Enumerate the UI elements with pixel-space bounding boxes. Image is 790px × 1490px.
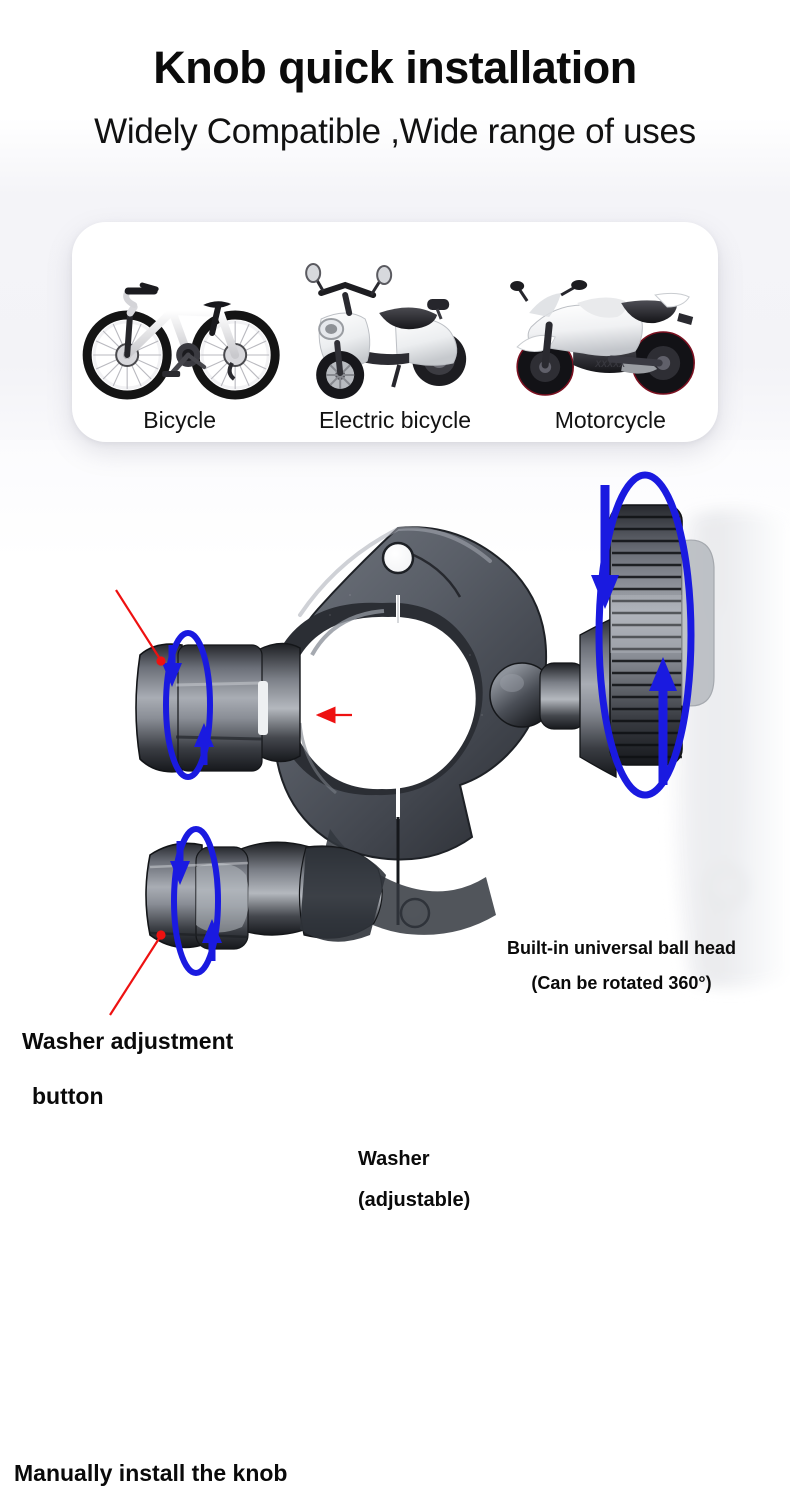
handlebar-clamp [269, 526, 548, 935]
annotation-washer: Washer (adjustable) [358, 1145, 470, 1215]
bicycle-photo [72, 255, 287, 407]
annotation-washer-adjustment: Washer adjustment button [22, 1025, 233, 1114]
compatibility-card: Bicycle [72, 222, 718, 442]
manual-install-knob[interactable] [145, 841, 386, 950]
rotation-indicator-washer-knob [162, 630, 214, 780]
annotation-ball-head: Built-in universal ball head (Can be rot… [507, 935, 736, 996]
annotation-washer-adjustment-line1: Washer adjustment [22, 1028, 234, 1054]
page-subtitle: Widely Compatible ,Wide range of uses [94, 112, 696, 152]
compatibility-label-electric-bicycle: Electric bicycle [318, 407, 472, 433]
annotation-ball-head-line2: (Can be rotated 360°) [531, 973, 712, 994]
product-diagram: Built-in universal ball head (Can be rot… [0, 455, 790, 1486]
annotation-manual-knob-line1: Manually install the knob [14, 1460, 288, 1486]
compatibility-label-motorcycle: Motorcycle [554, 407, 666, 433]
annotation-ball-head-line1: Built-in universal ball head [507, 938, 737, 958]
compatibility-item-bicycle: Bicycle [72, 222, 287, 442]
compatibility-label-bicycle: Bicycle [143, 407, 217, 433]
svg-text:XXXXX: XXXXX [594, 359, 626, 369]
motorcycle-photo: XXXXX [503, 255, 718, 407]
page-title: Knob quick installation [153, 42, 637, 93]
compatibility-item-motorcycle: XXXXX Motorcycle [503, 222, 718, 442]
rotation-indicator-ball-head [591, 471, 695, 799]
rotation-indicator-manual-knob [170, 826, 222, 976]
annotation-manual-knob: Manually install the knob [14, 1457, 287, 1490]
scooter-photo [287, 255, 502, 407]
leader-line-washer-adjustment [115, 589, 166, 666]
annotation-washer-adjustment-line2: button [32, 1083, 104, 1110]
compatibility-item-electric-bicycle: Electric bicycle [287, 222, 502, 442]
leader-line-manual-knob [109, 930, 166, 1016]
header: Knob quick installation Widely Compatibl… [0, 0, 790, 152]
annotation-washer-line1: Washer [358, 1148, 430, 1170]
product-diagram-svg [109, 471, 790, 1016]
annotation-washer-line2: (adjustable) [358, 1189, 471, 1211]
